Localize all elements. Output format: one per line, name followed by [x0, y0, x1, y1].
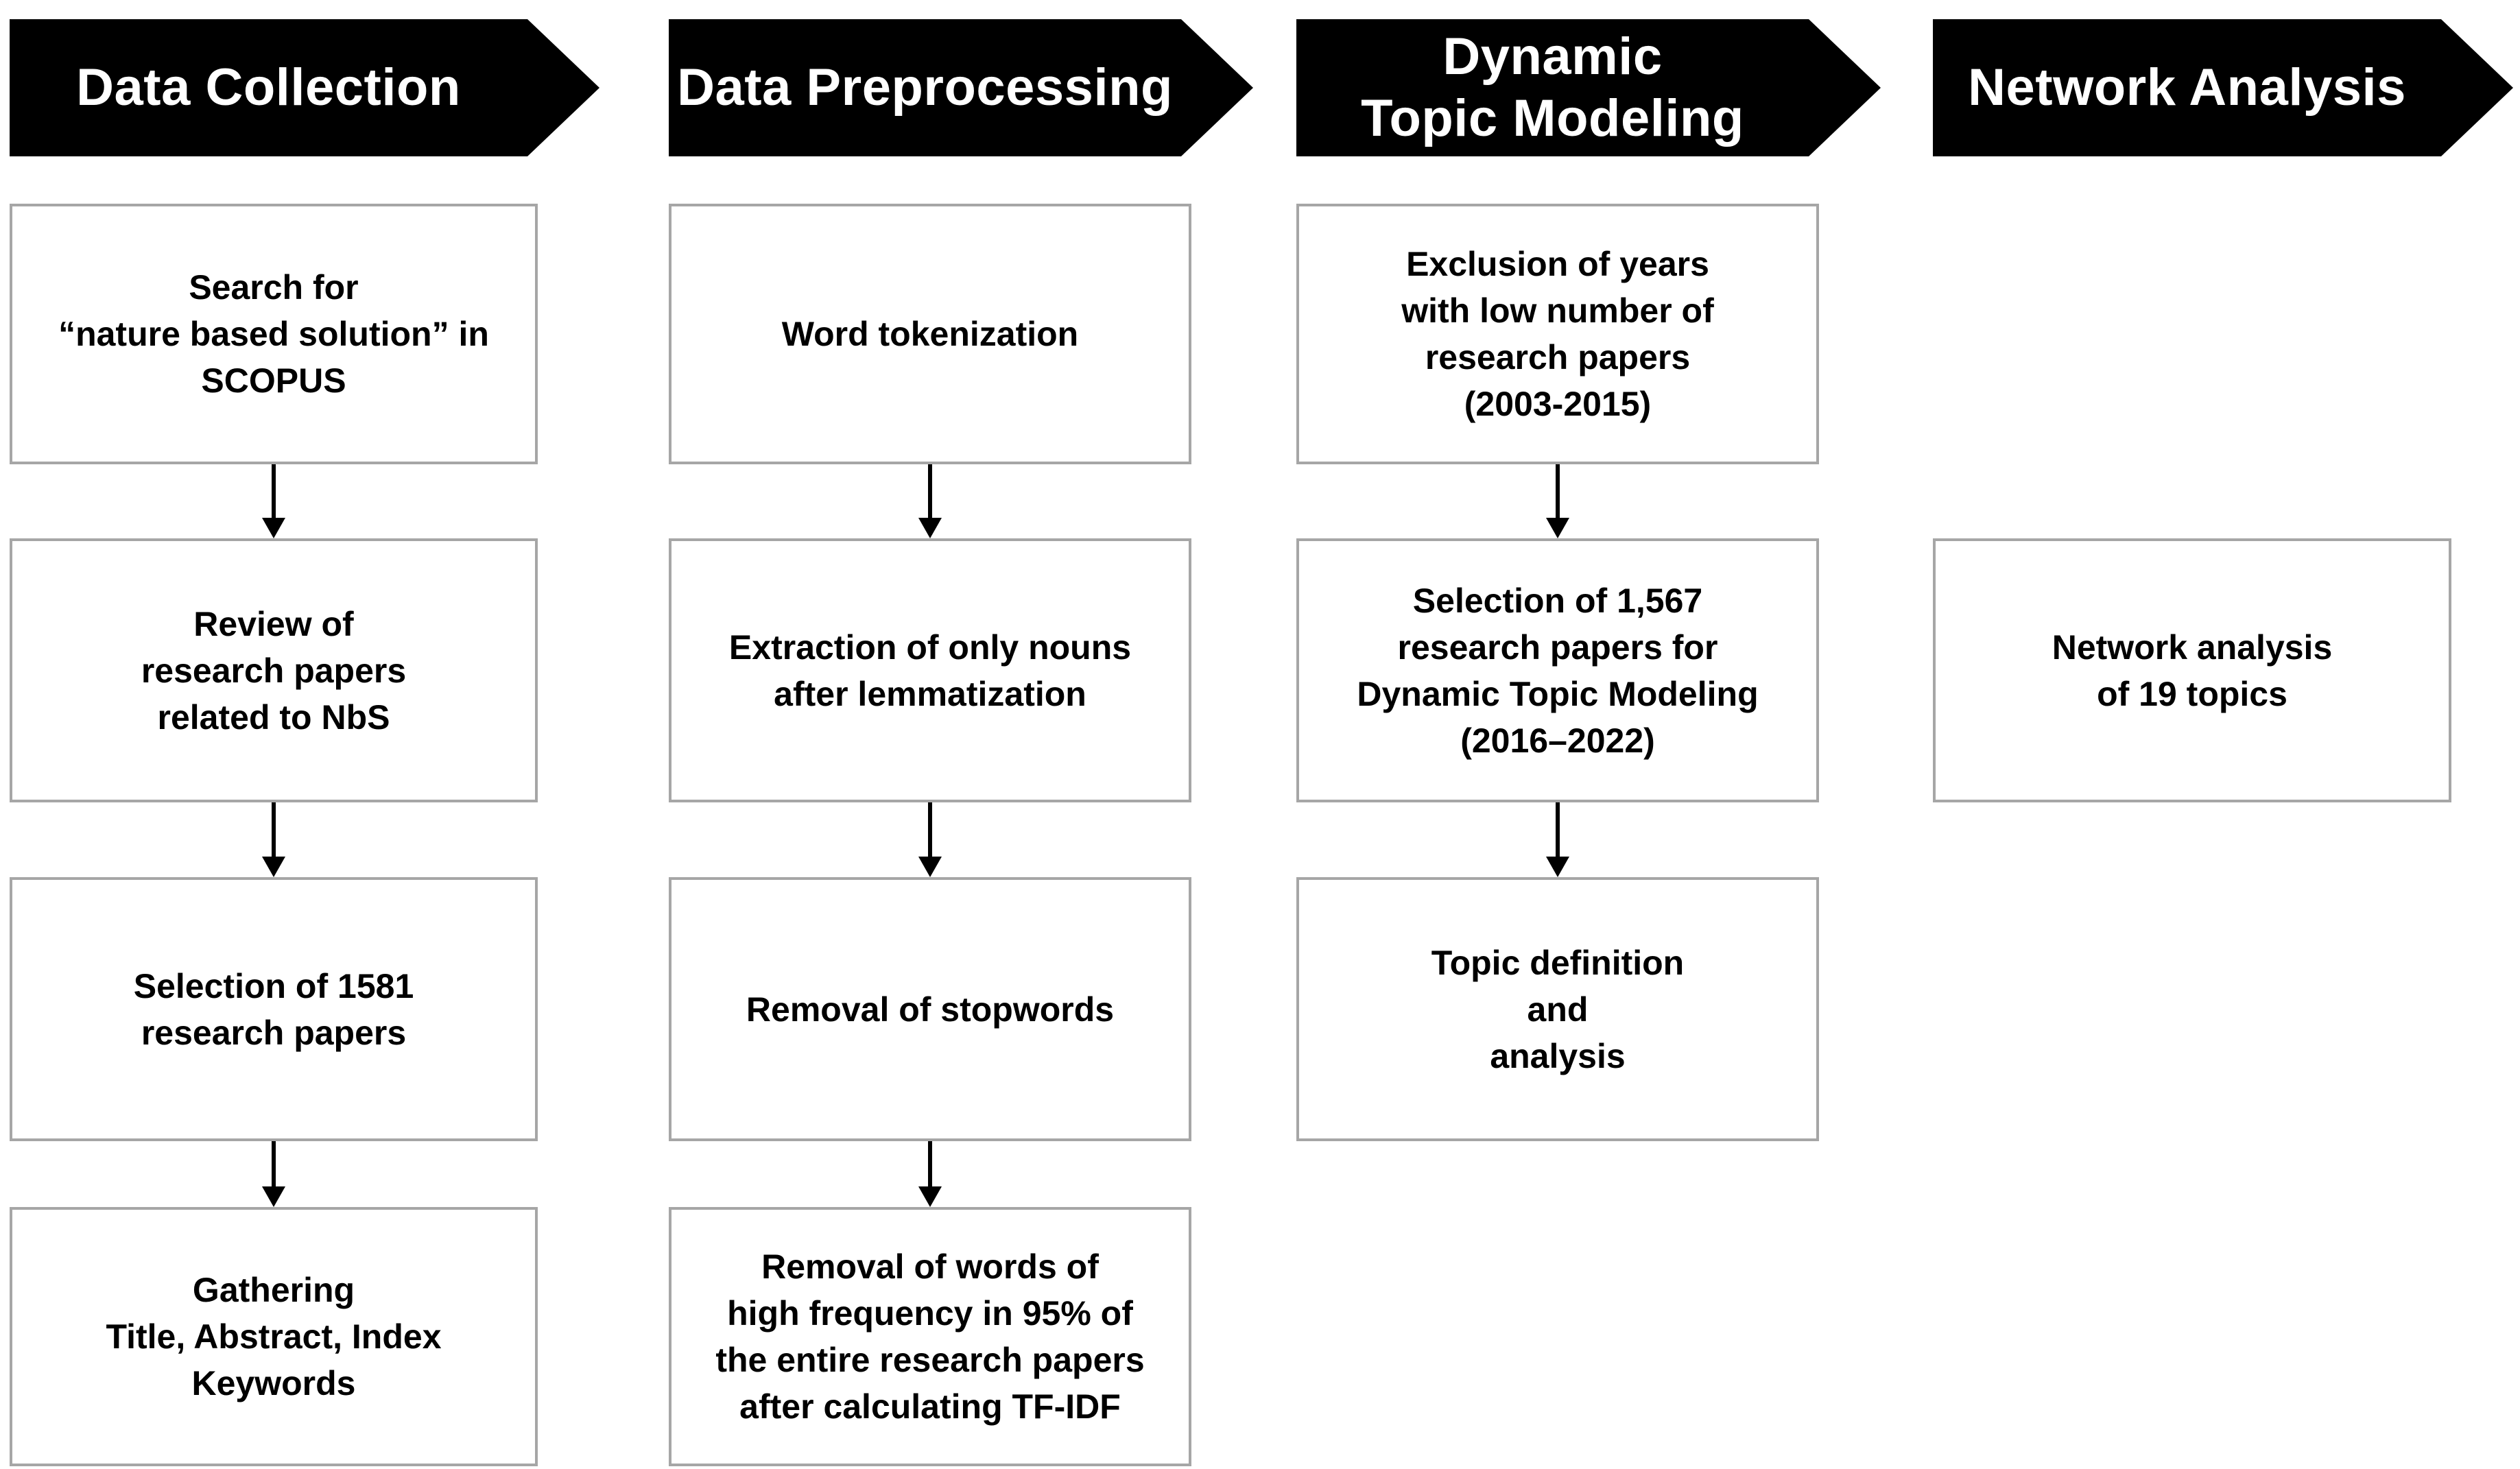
flow-box-network-analysis: Network analysis of 19 topics — [1933, 538, 2451, 802]
arrow-head-icon — [918, 518, 942, 538]
flow-box-text: Topic definition and analysis — [1431, 943, 1685, 1075]
flow-box-text: Word tokenization — [781, 315, 1079, 353]
stage-header-data-collection: Data Collection — [10, 19, 599, 156]
arrow-shaft — [272, 464, 276, 522]
flow-box-selection-1567: Selection of 1,567 research papers for D… — [1296, 538, 1819, 802]
stage-header-data-preprocessing: Data Preprocessing — [669, 19, 1253, 156]
flow-box-text: Selection of 1581 research papers — [133, 966, 414, 1052]
flow-box-text: Gathering Title, Abstract, Index Keyword… — [106, 1271, 442, 1402]
stage-header-network-analysis: Network Analysis — [1933, 19, 2513, 156]
flow-box-text: Review of research papers related to NbS — [141, 604, 407, 737]
arrow-head-icon — [262, 518, 285, 538]
arrow-head-icon — [262, 1186, 285, 1207]
flow-box-text: Exclusion of years with low number of re… — [1401, 245, 1714, 423]
flow-box-gathering-metadata: Gathering Title, Abstract, Index Keyword… — [10, 1207, 538, 1466]
down-arrow — [259, 1141, 289, 1207]
down-arrow — [1543, 802, 1573, 877]
arrow-head-icon — [1546, 518, 1569, 538]
arrow-shaft — [928, 802, 932, 861]
arrow-shaft — [272, 802, 276, 861]
flow-box-text: Search for “nature based solution” in SC… — [58, 268, 489, 400]
stage-header-label: Data Collection — [76, 58, 461, 117]
arrow-shaft — [928, 1141, 932, 1191]
down-arrow — [259, 464, 289, 538]
flow-box-noun-extraction: Extraction of only nouns after lemmatiza… — [669, 538, 1191, 802]
column-dynamic-topic-modeling: Dynamic Topic Modeling Exclusion of year… — [1296, 0, 1819, 1469]
arrow-shaft — [1556, 464, 1560, 522]
stage-header-label: Dynamic Topic Modeling — [1361, 27, 1744, 147]
flow-box-word-tokenization: Word tokenization — [669, 204, 1191, 464]
column-network-analysis: Network Analysis Network analysis of 19 … — [1933, 0, 2451, 1469]
stage-header-label: Network Analysis — [1968, 58, 2406, 117]
arrow-shaft — [272, 1141, 276, 1191]
arrow-shaft — [1556, 802, 1560, 861]
flow-box-stopword-removal: Removal of stopwords — [669, 877, 1191, 1141]
flow-box-year-exclusion: Exclusion of years with low number of re… — [1296, 204, 1819, 464]
stage-header-dynamic-topic-modeling: Dynamic Topic Modeling — [1296, 19, 1881, 156]
flow-box-text: Network analysis of 19 topics — [2052, 628, 2333, 713]
flow-box-text: Selection of 1,567 research papers for D… — [1357, 581, 1759, 760]
arrow-head-icon — [262, 857, 285, 877]
arrow-head-icon — [1546, 857, 1569, 877]
arrow-head-icon — [918, 857, 942, 877]
flow-box-topic-definition: Topic definition and analysis — [1296, 877, 1819, 1141]
stage-header-label: Data Preprocessing — [677, 58, 1173, 117]
down-arrow — [915, 802, 945, 877]
flow-box-text: Removal of stopwords — [746, 990, 1115, 1029]
down-arrow — [259, 802, 289, 877]
flow-box-text: Extraction of only nouns after lemmatiza… — [728, 628, 1132, 713]
flow-box-text: Removal of words of high frequency in 95… — [715, 1247, 1145, 1426]
down-arrow — [915, 1141, 945, 1207]
arrow-head-icon — [918, 1186, 942, 1207]
column-data-collection: Data Collection Search for “nature based… — [10, 0, 538, 1469]
down-arrow — [915, 464, 945, 538]
arrow-shaft — [928, 464, 932, 522]
flow-box-tfidf-removal: Removal of words of high frequency in 95… — [669, 1207, 1191, 1466]
flow-box-review-papers: Review of research papers related to NbS — [10, 538, 538, 802]
flow-box-search-scopus: Search for “nature based solution” in SC… — [10, 204, 538, 464]
down-arrow — [1543, 464, 1573, 538]
column-data-preprocessing: Data Preprocessing Word tokenization Ext… — [669, 0, 1191, 1469]
flow-box-selection-1581: Selection of 1581 research papers — [10, 877, 538, 1141]
